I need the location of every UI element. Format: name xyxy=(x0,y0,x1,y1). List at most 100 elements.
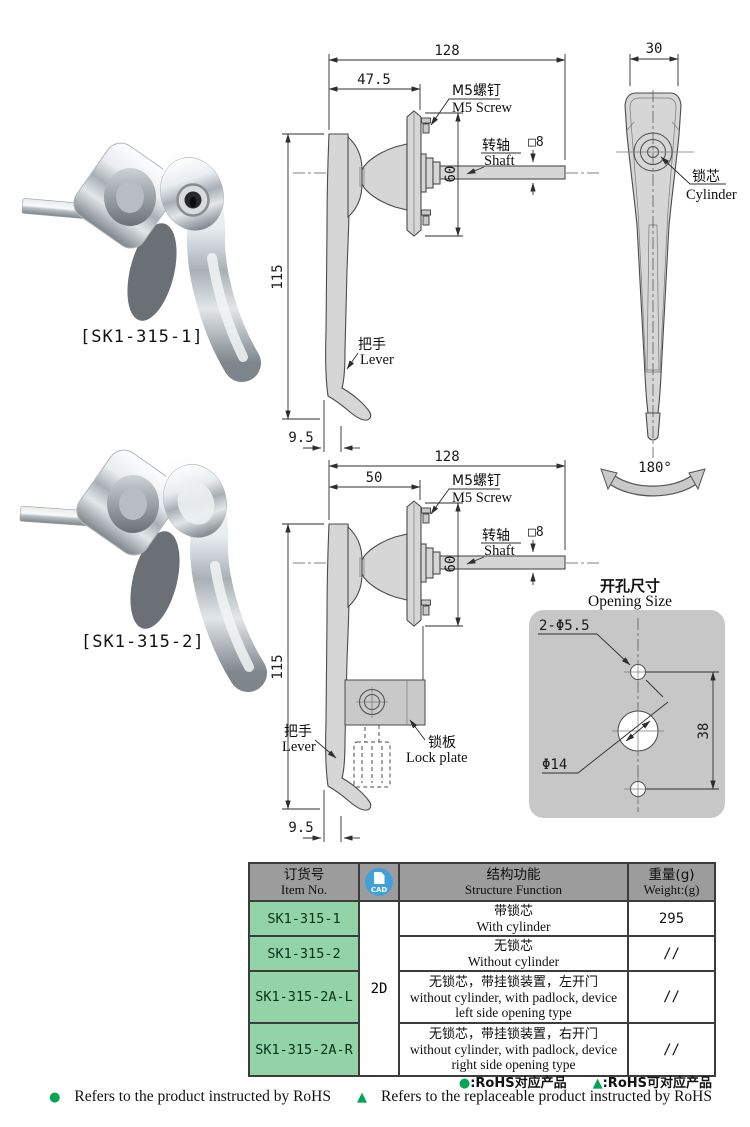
weight-cell: 295 xyxy=(627,900,716,937)
lockplate-label-cn: 锁板 xyxy=(428,735,456,751)
col-header-cad: CAD xyxy=(358,862,400,902)
table-row: SK1-315-2 无锁芯 Without cylinder // xyxy=(248,935,716,972)
weight-header-cn: 重量(g) xyxy=(648,867,695,883)
weight-header-en: Weight:(g) xyxy=(643,882,700,897)
dim-plate-height-2: 60 xyxy=(443,556,459,573)
lever-label-en-2: Lever xyxy=(282,739,316,755)
lever-label-cn-2: 把手 xyxy=(284,724,312,740)
rohs-triangle-icon: ▲ xyxy=(592,1076,603,1091)
drawing-opening-size: 开孔尺寸 Opening Size 2-Φ5.5 Φ14 38 xyxy=(529,577,725,818)
function-cell: 无锁芯，带挂锁装置，左开门 without cylinder, with pad… xyxy=(398,970,629,1024)
product-photo-2: [SK1-315-2] xyxy=(19,449,267,692)
function-cell: 无锁芯，带挂锁装置，右开门 without cylinder, with pad… xyxy=(398,1022,629,1077)
screw-label-cn-2: M5螺钉 xyxy=(452,473,501,489)
item-no-cell: SK1-315-2 xyxy=(248,935,360,972)
cad-file-icon: CAD xyxy=(365,868,393,896)
col-header-function: 结构功能 Structure Function xyxy=(398,862,629,902)
col-header-weight: 重量(g) Weight:(g) xyxy=(627,862,716,902)
table-row: SK1-315-2A-R 无锁芯，带挂锁装置，右开门 without cylin… xyxy=(248,1022,716,1077)
dim-small-holes: 2-Φ5.5 xyxy=(539,618,590,634)
shaft-label-cn-2: 转轴 xyxy=(482,528,510,544)
table-row: SK1-315-2A-L 无锁芯，带挂锁装置，左开门 without cylin… xyxy=(248,970,716,1024)
rohs-legend-cn: ●:RoHS对应产品 ▲:RoHS可对应产品 xyxy=(459,1072,712,1091)
rohs-triangle-text-en: Refers to the replaceable product instru… xyxy=(381,1088,712,1105)
dim-hook-2: 9.5 xyxy=(288,820,313,836)
product-photo-1: [SK1-315-1] xyxy=(21,142,261,382)
function-en: without cylinder, with padlock, device r… xyxy=(409,1042,618,1072)
rotation-arrow xyxy=(608,475,698,496)
drawing-side-view: 30 锁芯 Cylinder 180° xyxy=(600,41,737,497)
dim-hole-spacing: 38 xyxy=(696,723,712,740)
dim-offset-1: 47.5 xyxy=(357,72,391,88)
lock-plate xyxy=(344,679,426,726)
m5-screw-bottom-2 xyxy=(421,599,431,616)
function-header-en: Structure Function xyxy=(464,882,563,897)
dim-total-width-1: 128 xyxy=(434,43,459,59)
function-cn: 无锁芯，带挂锁装置，右开门 xyxy=(428,1027,598,1042)
rohs-legend-en: ● Refers to the product instructed by RoH… xyxy=(49,1088,712,1106)
rohs-triangle-text-cn: :RoHS可对应产品 xyxy=(602,1076,712,1091)
rohs-dot-icon: ● xyxy=(458,1076,471,1091)
item-no-cell: SK1-315-2A-L xyxy=(248,970,360,1024)
dim-shaft-square-1: □8 xyxy=(528,135,544,150)
col-header-item: 订货号 Item No. xyxy=(248,862,360,902)
cylinder-label-en: Cylinder xyxy=(686,187,737,203)
dim-offset-2: 50 xyxy=(366,470,383,486)
cad-format-cell: 2D xyxy=(358,900,400,1077)
lever-label-en-1: Lever xyxy=(360,352,394,368)
weight-cell: // xyxy=(627,1022,716,1077)
function-en: With cylinder xyxy=(476,918,551,934)
drawing-front-view-2: 128 50 60 □8 115 9.5 M5螺钉 M5 Screw 转轴 Sh… xyxy=(270,449,600,842)
item-no-cell: SK1-315-1 xyxy=(248,900,360,937)
function-header-cn: 结构功能 xyxy=(486,867,541,883)
dim-total-width-2: 128 xyxy=(434,449,459,465)
item-no-cell: SK1-315-2A-R xyxy=(248,1022,360,1077)
function-cn: 无锁芯，带挂锁装置，左开门 xyxy=(428,974,598,990)
shaft-label-cn-1: 转轴 xyxy=(482,138,510,154)
function-en: without cylinder, with padlock, device l… xyxy=(409,989,618,1020)
opening-title-en: Opening Size xyxy=(588,593,672,610)
screw-label-cn-1: M5螺钉 xyxy=(452,83,501,99)
m5-screw-top-2 xyxy=(421,507,431,524)
dim-hook-1: 9.5 xyxy=(288,430,313,446)
lever-label-cn-1: 把手 xyxy=(358,337,386,353)
dim-lever-length-2: 115 xyxy=(270,654,286,679)
rohs-dot-icon: ● xyxy=(49,1090,61,1105)
dim-center-hole: Φ14 xyxy=(542,757,567,773)
screw-label-en-2: M5 Screw xyxy=(452,490,513,506)
lockplate-label-en: Lock plate xyxy=(406,750,468,766)
weight-cell: // xyxy=(627,935,716,972)
shaft-label-en-1: Shaft xyxy=(484,153,515,169)
function-cell: 无锁芯 Without cylinder xyxy=(398,935,629,972)
cylinder-label-cn: 锁芯 xyxy=(692,169,720,185)
function-en: Without cylinder xyxy=(467,953,560,969)
function-cn: 带锁芯 xyxy=(493,903,533,919)
function-cn: 无锁芯 xyxy=(493,938,533,954)
padlock-phantom xyxy=(353,724,391,788)
dim-lever-length-1: 115 xyxy=(270,264,286,289)
table-row: SK1-315-1 2D 带锁芯 With cylinder 295 xyxy=(248,900,716,1077)
function-cell: 带锁芯 With cylinder xyxy=(398,900,629,937)
rohs-dot-text-en: Refers to the product instructed by RoHS xyxy=(74,1088,331,1105)
dim-plate-height-1: 60 xyxy=(443,166,459,183)
document-icon xyxy=(373,872,385,884)
screw-label-en-1: M5 Screw xyxy=(452,100,513,116)
product-spec-table: 订货号 Item No. CAD 结构功能 Structure Function… xyxy=(248,862,716,1077)
m5-screw-top xyxy=(421,117,431,134)
rotation-angle-label: 180° xyxy=(638,460,672,476)
drawing-front-view-1: 128 47.5 60 □8 115 9.5 M5螺钉 M5 Screw 转轴 … xyxy=(270,43,600,452)
dim-shaft-square-2: □8 xyxy=(528,525,544,540)
opening-title-cn: 开孔尺寸 xyxy=(600,577,660,595)
rohs-dot-text-cn: :RoHS对应产品 xyxy=(470,1076,567,1091)
rohs-triangle-icon: ▲ xyxy=(357,1090,367,1105)
photo2-label: [SK1-315-2] xyxy=(81,632,205,652)
item-no-header-cn: 订货号 xyxy=(283,867,325,883)
weight-cell: // xyxy=(627,970,716,1024)
shaft-label-en-2: Shaft xyxy=(484,543,515,559)
dim-head-width: 30 xyxy=(646,41,663,57)
m5-screw-bottom xyxy=(421,209,431,226)
photo1-label: [SK1-315-1] xyxy=(80,327,204,347)
cad-icon-label: CAD xyxy=(370,886,388,894)
